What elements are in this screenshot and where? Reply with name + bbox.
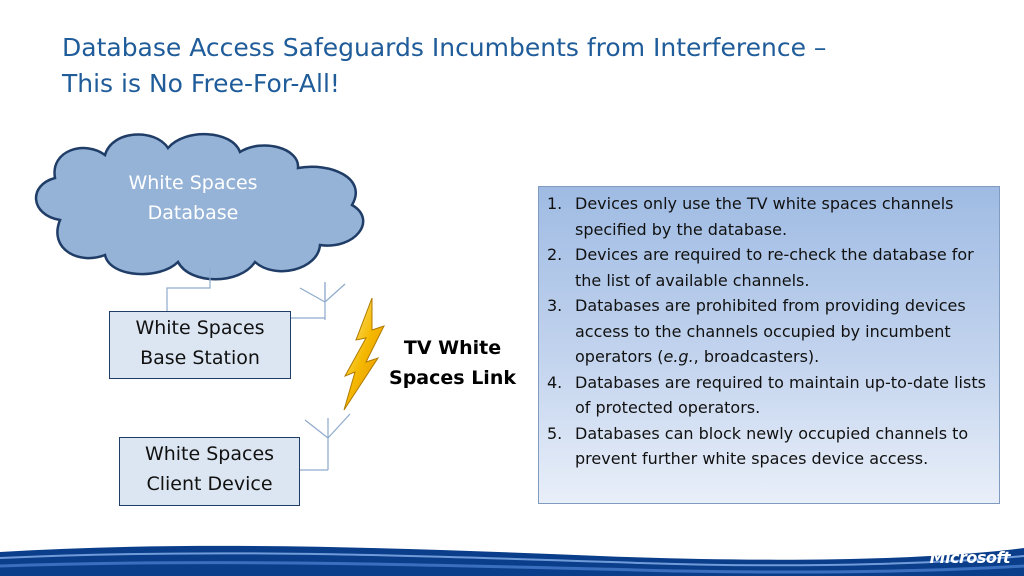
database-cloud-label: White Spaces Database <box>108 168 278 228</box>
slide-title: Database Access Safeguards Incumbents fr… <box>62 30 1002 102</box>
link-label-line-2: Spaces Link <box>389 367 516 389</box>
rule-text: Databases are required to maintain up-to… <box>575 372 986 418</box>
rule-number: 1. <box>547 194 563 213</box>
client-device-label-line-1: White Spaces <box>144 443 275 465</box>
lightning-bolt-icon <box>343 297 385 411</box>
cloud-shape <box>34 133 365 281</box>
rule-text-emphasis: e.g. <box>663 347 694 366</box>
rule-text: Devices only use the TV white spaces cha… <box>575 194 954 239</box>
rule-item: 3. Databases are prohibited from providi… <box>547 293 989 370</box>
rule-item: 2. Devices are required to re-check the … <box>547 242 989 293</box>
safeguard-rules-list: 1. Devices only use the TV white spaces … <box>547 191 989 472</box>
rule-text: Databases can block newly occupied chann… <box>575 423 969 469</box>
link-label-line-1: TV White <box>403 337 502 359</box>
database-cloud-label-line-2: Database <box>147 202 239 224</box>
rule-text: Devices are required to re-check the dat… <box>575 245 974 290</box>
database-cloud-label-line-1: White Spaces <box>128 172 258 194</box>
base-station-label-line-1: White Spaces <box>135 317 265 339</box>
slide-title-line-1: Database Access Safeguards Incumbents fr… <box>62 33 827 62</box>
rule-text-part: Databases are prohibited from providing … <box>575 296 966 366</box>
base-station-label-line-2: Base Station <box>140 347 260 369</box>
rule-number: 3. <box>547 296 563 315</box>
rule-number: 2. <box>547 245 563 264</box>
base-station-box: White Spaces Base Station <box>109 311 291 379</box>
client-device-box: White Spaces Client Device <box>119 437 300 506</box>
rule-text-part: , broadcasters). <box>693 347 820 366</box>
rule-item: 4. Databases are required to maintain up… <box>547 370 989 421</box>
footer-wave-band <box>0 545 1024 576</box>
rule-item: 5. Databases can block newly occupied ch… <box>547 421 989 472</box>
rule-item: 1. Devices only use the TV white spaces … <box>547 191 989 242</box>
base-station-antenna-icon <box>291 282 346 320</box>
safeguard-rules-box: 1. Devices only use the TV white spaces … <box>538 186 1000 504</box>
tv-white-spaces-link-label: TV White Spaces Link <box>380 333 525 393</box>
client-device-label-line-2: Client Device <box>146 473 273 495</box>
cloud-to-base-connector <box>166 268 211 311</box>
microsoft-logo: Microsoft <box>929 548 1011 567</box>
rule-text: Databases are prohibited from providing … <box>575 296 966 366</box>
rule-number: 5. <box>547 423 563 443</box>
slide-title-line-2: This is No Free-For-All! <box>62 69 340 98</box>
rule-number: 4. <box>547 372 563 392</box>
client-device-antenna-icon <box>300 413 351 471</box>
